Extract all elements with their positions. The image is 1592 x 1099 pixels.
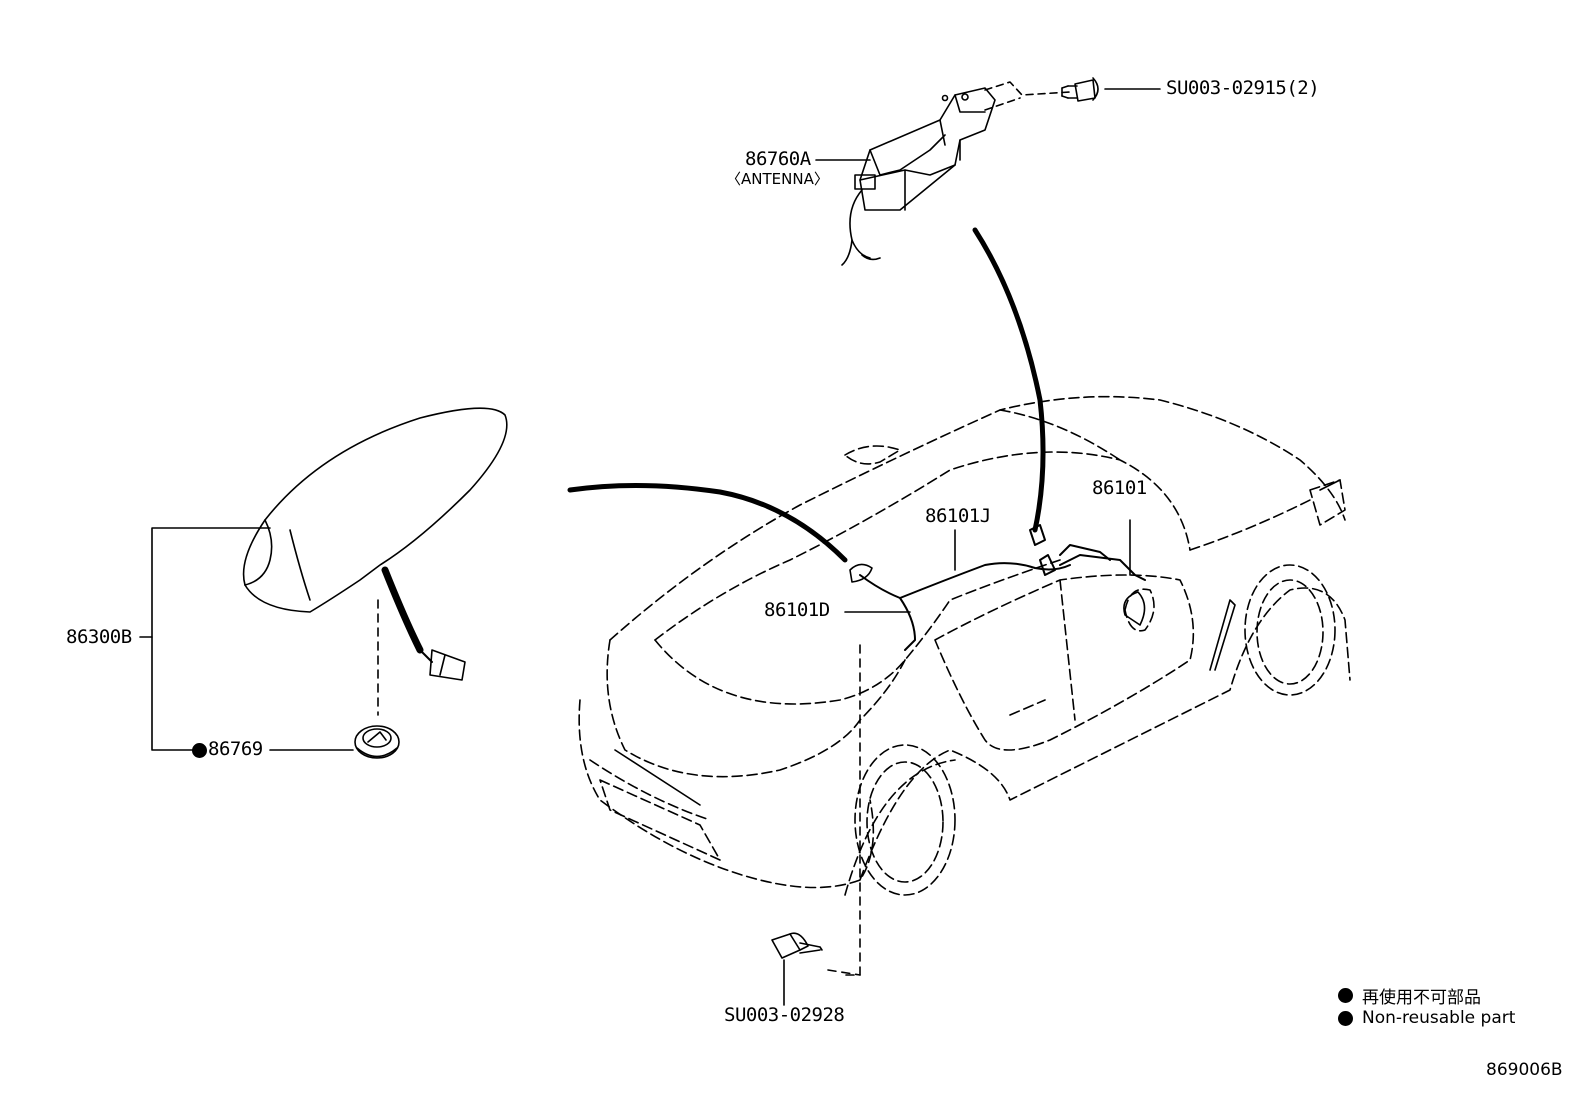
filled-circle-icon (1338, 1010, 1353, 1026)
label-86769: 86769 (208, 738, 263, 760)
legend-label: Non-reusable part (1362, 1008, 1516, 1028)
label-86300B: 86300B (66, 626, 132, 648)
car-detail-drawing (614, 479, 1341, 806)
label-SU003-02928: SU003-02928 (724, 1004, 845, 1026)
legend-label: 再使用不可部品 (1362, 988, 1481, 1008)
cord-harness-drawing (859, 524, 1146, 651)
label-antenna-note: 〈ANTENNA〉 (726, 170, 829, 188)
screw-top-drawing (1061, 77, 1099, 102)
label-SU003-02915: SU003-02915(2) (1166, 77, 1320, 99)
legend-item-en: Non-reusable part (1338, 1008, 1515, 1028)
antenna-amplifier-drawing (841, 87, 996, 266)
label-86760A: 86760A (745, 148, 811, 170)
figure-code: 869006B (1486, 1060, 1563, 1080)
gasket-drawing (354, 725, 400, 759)
filled-circle-icon (1338, 988, 1353, 1003)
label-86101: 86101 (1092, 477, 1147, 499)
car-outline-drawing (578, 395, 1351, 896)
non-reusable-dot (192, 743, 207, 758)
label-86101D: 86101D (764, 599, 830, 621)
screw-bottom-drawing (771, 932, 823, 959)
label-86101J: 86101J (925, 505, 991, 527)
shark-fin-antenna-drawing (242, 407, 508, 681)
legend-item-jp: 再使用不可部品 (1338, 983, 1481, 1008)
